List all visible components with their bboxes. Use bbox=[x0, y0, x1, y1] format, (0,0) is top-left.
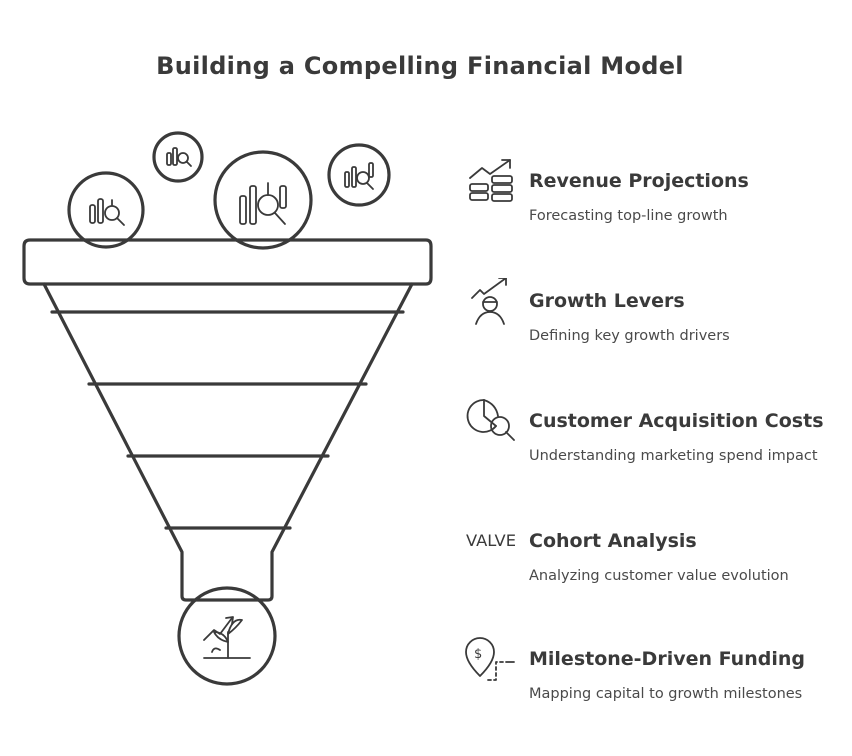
item-label: Cohort Analysis bbox=[529, 530, 697, 552]
analytics-icon bbox=[67, 171, 145, 249]
item-description: Forecasting top-line growth bbox=[529, 208, 728, 224]
pie-search-icon bbox=[466, 399, 515, 441]
growth-plant-icon bbox=[177, 586, 277, 686]
svg-text:$: $ bbox=[474, 647, 482, 662]
diagram-title: Building a Compelling Financial Model bbox=[156, 52, 684, 80]
item-description: Understanding marketing spend impact bbox=[529, 448, 818, 464]
value-text-icon: VALVE bbox=[466, 531, 516, 550]
item-label: Customer Acquisition Costs bbox=[529, 410, 824, 432]
dollar-pin-icon: $ bbox=[465, 637, 515, 681]
analytics-icon bbox=[152, 131, 204, 183]
analytics-icon bbox=[213, 150, 313, 250]
list-item-customer-acquisition-costs: Customer Acquisition Costs Understanding… bbox=[462, 398, 842, 488]
item-description: Analyzing customer value evolution bbox=[529, 568, 789, 584]
item-label: Growth Levers bbox=[529, 290, 685, 312]
funnel-diagram bbox=[22, 131, 433, 686]
icon-text: VALVE bbox=[466, 531, 516, 550]
growth-person-icon bbox=[471, 278, 507, 325]
analytics-icon bbox=[327, 143, 391, 207]
item-description: Defining key growth drivers bbox=[529, 328, 730, 344]
list-item-milestone-driven-funding: $ Milestone-Driven Funding Mapping capit… bbox=[462, 636, 842, 726]
list-item-cohort-analysis: VALVE Cohort Analysis Analyzing customer… bbox=[462, 518, 842, 608]
item-description: Mapping capital to growth milestones bbox=[529, 686, 803, 702]
funnel-rim bbox=[22, 238, 433, 286]
item-label: Milestone-Driven Funding bbox=[529, 648, 805, 670]
item-label: Revenue Projections bbox=[529, 170, 749, 192]
list-item-revenue-projections: Revenue Projections Forecasting top-line… bbox=[462, 158, 842, 248]
revenue-growth-icon bbox=[469, 159, 513, 202]
list-item-growth-levers: Growth Levers Defining key growth driver… bbox=[462, 278, 842, 368]
funnel-body bbox=[42, 282, 414, 602]
